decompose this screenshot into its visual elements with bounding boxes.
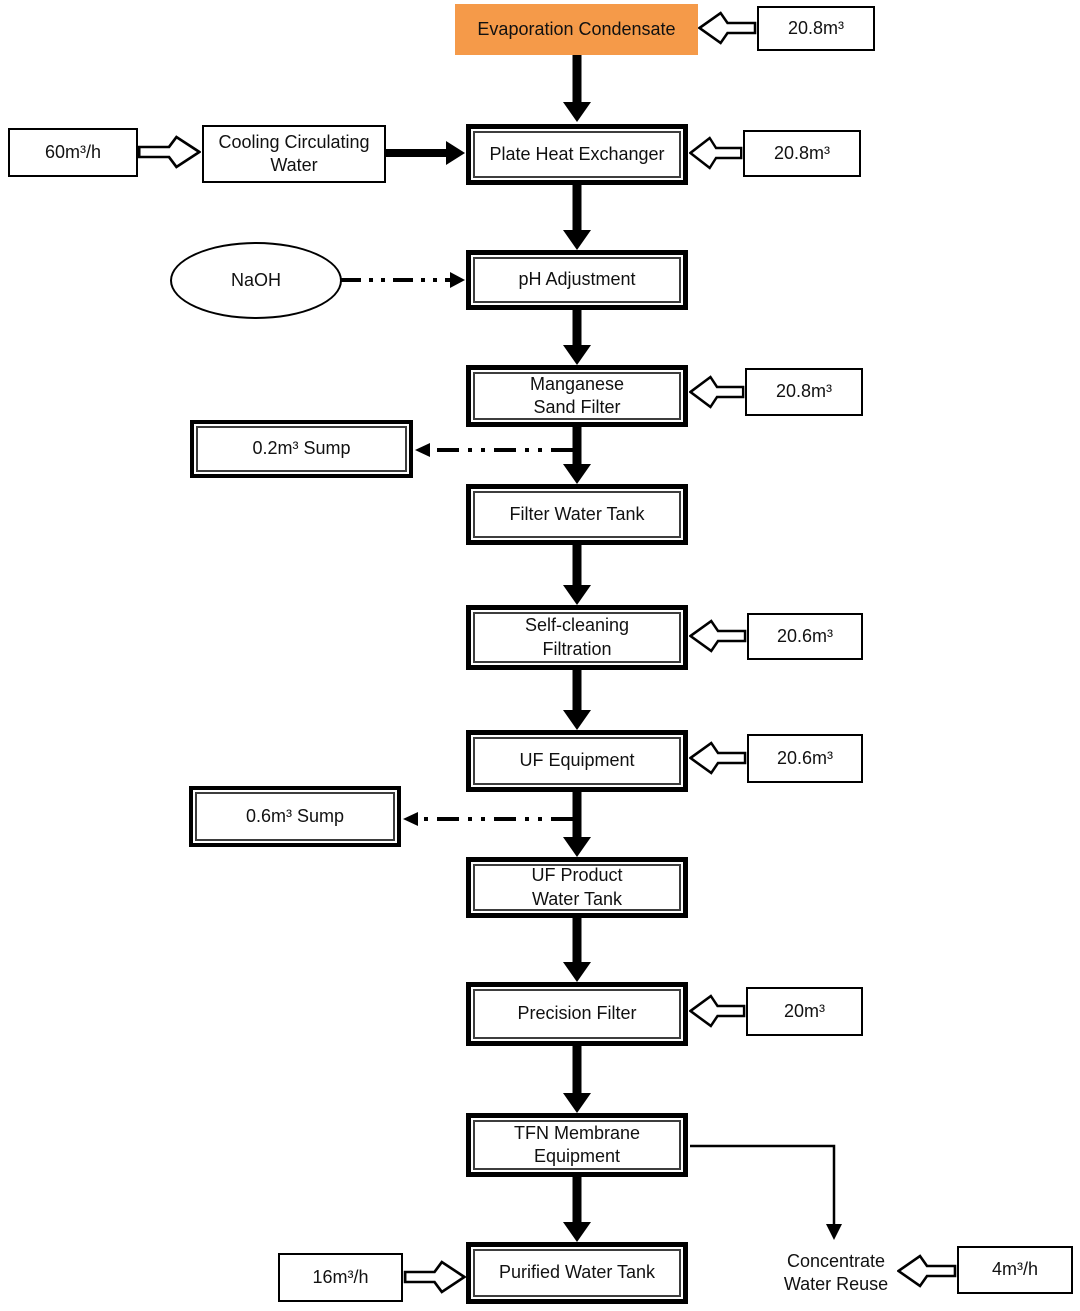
node-precision-filter: Precision Filter: [466, 982, 688, 1046]
node-label: Self-cleaning Filtration: [473, 612, 681, 663]
block-arrow-60-cooling: [137, 135, 201, 169]
node-label: TFN Membrane Equipment: [473, 1120, 681, 1170]
value-self-cleaning-in: 20.6m³: [747, 613, 863, 660]
value-concentrate-rate: 4m³/h: [957, 1246, 1073, 1294]
node-label: 0.2m³ Sump: [196, 426, 407, 472]
arrow-naoh-to-ph: [341, 272, 465, 288]
value-label: 20m³: [783, 1000, 825, 1021]
node-label: UF Equipment: [473, 737, 681, 785]
block-arrow-20-6-uf: [689, 741, 747, 775]
node-evaporation-condensate: Evaporation Condensate: [455, 4, 698, 55]
block-arrow-20-6-self-cleaning: [689, 619, 747, 653]
node-label: Plate Heat Exchanger: [473, 131, 681, 178]
node-sump-06: 0.6m³ Sump: [189, 786, 401, 847]
value-evaporation-in: 20.8m³: [757, 6, 875, 51]
arrow-drain-to-sump-06: [403, 812, 573, 826]
node-manganese-sand-filter: Manganese Sand Filter: [466, 365, 688, 427]
value-label: 20.6m³: [776, 747, 834, 768]
value-label: 20.8m³: [773, 142, 831, 163]
node-label: UF Product Water Tank: [473, 864, 681, 911]
value-label: 16m³/h: [312, 1266, 369, 1287]
node-sump-02: 0.2m³ Sump: [190, 420, 413, 478]
node-cooling-circulating-water: Cooling Circulating Water: [202, 125, 386, 183]
value-heat-exchanger-in: 20.8m³: [743, 130, 861, 177]
node-label: Manganese Sand Filter: [473, 372, 681, 420]
block-arrow-20-8-top: [698, 11, 757, 45]
node-label: NaOH: [230, 269, 281, 290]
node-label: Precision Filter: [473, 989, 681, 1039]
arrow-tfn-to-concentrate: [690, 1144, 842, 1240]
node-label: Concentrate Water Reuse: [783, 1250, 889, 1294]
arrow-evaporation-to-heat-exchanger: [563, 54, 591, 122]
value-label: 20.8m³: [775, 381, 833, 402]
value-manganese-filter-in: 20.8m³: [745, 368, 863, 416]
node-filter-water-tank: Filter Water Tank: [466, 484, 688, 545]
node-label: Evaporation Condensate: [477, 18, 676, 39]
value-label: 20.8m³: [787, 17, 845, 38]
arrow-cooling-to-heat-exchanger: [386, 141, 465, 165]
arrow-filter-tank-to-self-cleaning: [563, 545, 591, 605]
arrow-manganese-to-filter-tank: [563, 427, 591, 484]
arrow-heat-exchanger-to-ph: [563, 185, 591, 250]
value-label: 60m³/h: [44, 141, 102, 162]
node-label: Purified Water Tank: [473, 1249, 681, 1297]
node-tfn-membrane-equipment: TFN Membrane Equipment: [466, 1113, 688, 1177]
block-arrow-20-8-heat-exchanger: [689, 136, 743, 170]
arrow-self-cleaning-to-uf: [563, 670, 591, 730]
node-ph-adjustment: pH Adjustment: [466, 250, 688, 310]
node-plate-heat-exchanger: Plate Heat Exchanger: [466, 124, 688, 185]
node-concentrate-water-reuse: Concentrate Water Reuse: [768, 1242, 904, 1304]
node-uf-equipment: UF Equipment: [466, 730, 688, 792]
node-label: pH Adjustment: [473, 257, 681, 303]
value-label: 4m³/h: [991, 1259, 1038, 1280]
arrow-tfn-to-purified: [563, 1177, 591, 1242]
arrow-precision-to-tfn: [563, 1046, 591, 1113]
arrow-uf-to-uf-product: [563, 792, 591, 857]
arrow-uf-product-to-precision: [563, 918, 591, 982]
node-label: Cooling Circulating Water: [218, 131, 370, 175]
value-uf-in: 20.6m³: [747, 734, 863, 783]
value-purified-feed-rate: 16m³/h: [278, 1253, 403, 1302]
arrow-ph-to-manganese: [563, 310, 591, 365]
node-label: Filter Water Tank: [473, 491, 681, 538]
block-arrow-4-concentrate: [897, 1254, 957, 1288]
node-label: 0.6m³ Sump: [195, 792, 395, 841]
node-purified-water-tank: Purified Water Tank: [466, 1242, 688, 1304]
block-arrow-20-precision: [689, 994, 746, 1028]
value-label: 20.6m³: [776, 625, 834, 646]
value-precision-filter-in: 20m³: [746, 987, 863, 1036]
arrow-drain-to-sump-02: [415, 443, 573, 457]
node-uf-product-water-tank: UF Product Water Tank: [466, 857, 688, 918]
node-naoh: NaOH: [170, 242, 342, 319]
node-self-cleaning-filtration: Self-cleaning Filtration: [466, 605, 688, 670]
block-arrow-20-8-manganese: [689, 375, 745, 409]
value-cooling-feed-rate: 60m³/h: [8, 128, 138, 177]
block-arrow-16-purified: [403, 1260, 466, 1294]
